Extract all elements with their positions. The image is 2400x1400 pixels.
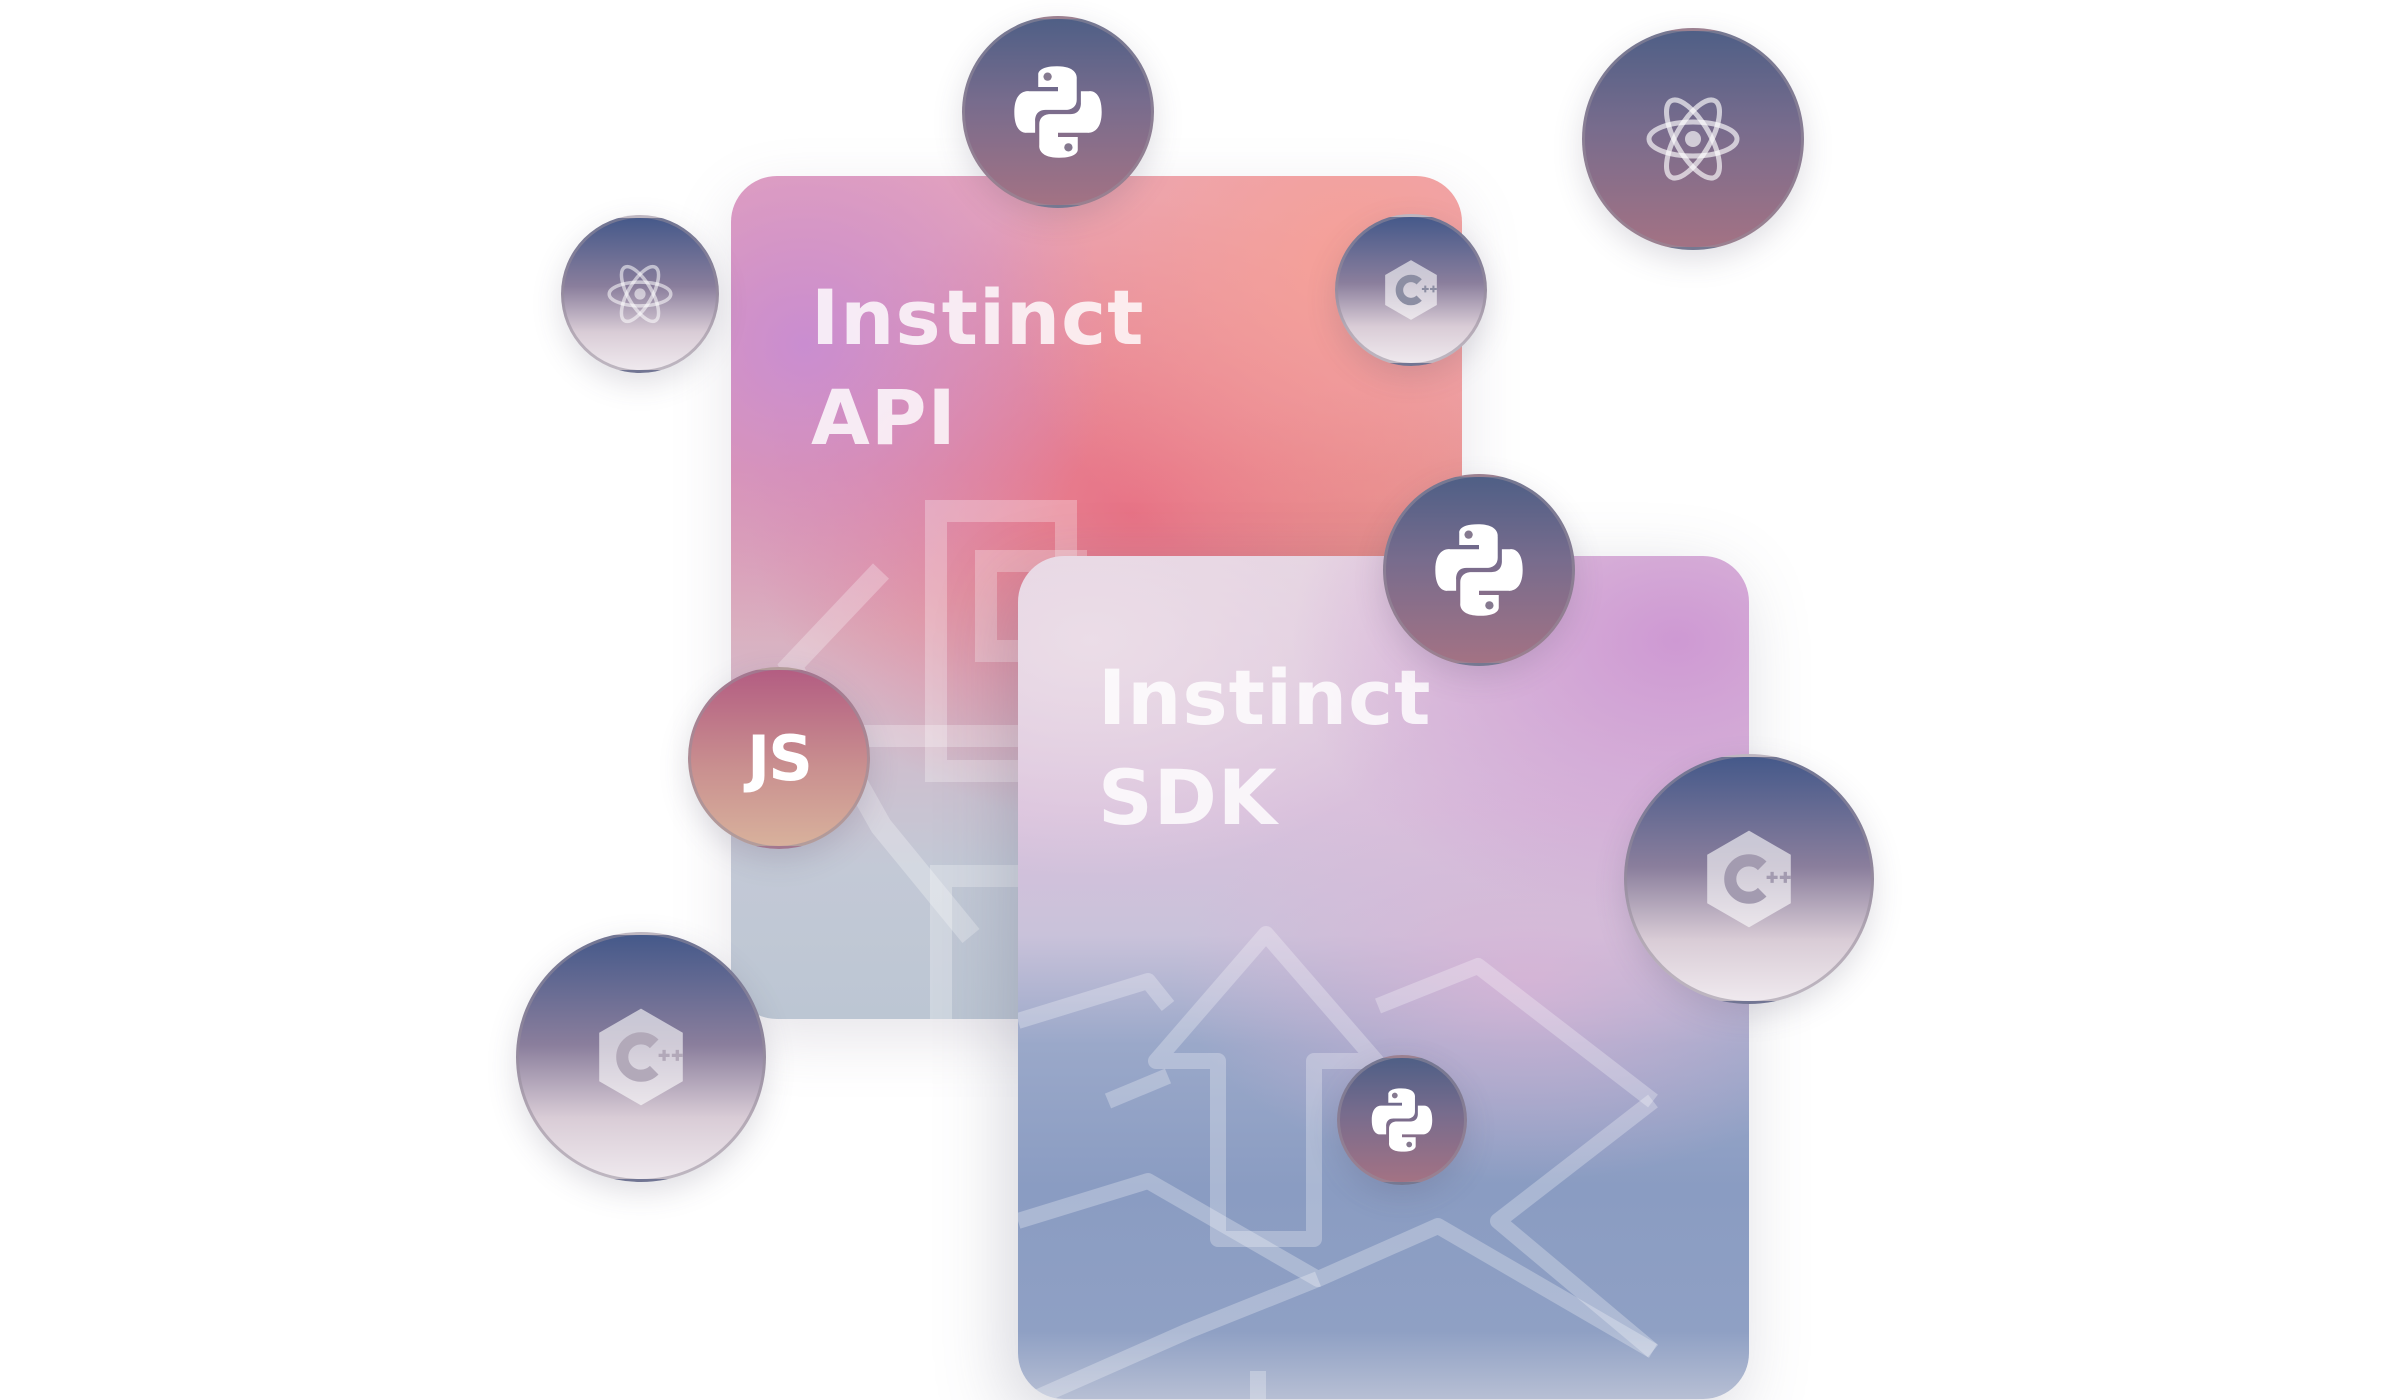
cplusplus-icon <box>1707 830 1791 928</box>
cplusplus-bubble-left <box>516 932 766 1182</box>
javascript-icon: JS <box>747 721 813 795</box>
api-title-line1: Instinct <box>811 273 1145 362</box>
python-icon <box>1371 1088 1433 1152</box>
cplusplus-bubble-right <box>1624 754 1874 1004</box>
cplusplus-icon <box>599 1008 683 1106</box>
react-bubble-left <box>561 215 719 373</box>
api-card-title: Instinct API <box>811 268 1145 468</box>
react-bubble-top-right <box>1582 28 1804 250</box>
cplusplus-bubble-api-card <box>1335 214 1487 366</box>
sdk-title-line1: Instinct <box>1098 653 1432 742</box>
react-atom-icon <box>607 264 673 324</box>
javascript-bubble: JS <box>688 667 870 849</box>
python-bubble-bottom <box>1337 1055 1467 1185</box>
python-bubble-top <box>962 16 1154 208</box>
python-bubble-middle <box>1383 474 1575 666</box>
python-icon <box>1014 66 1102 158</box>
cplusplus-icon <box>1385 260 1437 320</box>
upload-box-icon <box>1018 926 1659 1399</box>
react-atom-icon <box>1646 97 1740 181</box>
sdk-card-title: Instinct SDK <box>1098 648 1432 848</box>
instinct-sdk-card: Instinct SDK <box>1018 556 1749 1399</box>
python-icon <box>1435 524 1523 616</box>
sdk-title-line2: SDK <box>1098 753 1278 842</box>
api-title-line2: API <box>811 373 957 462</box>
